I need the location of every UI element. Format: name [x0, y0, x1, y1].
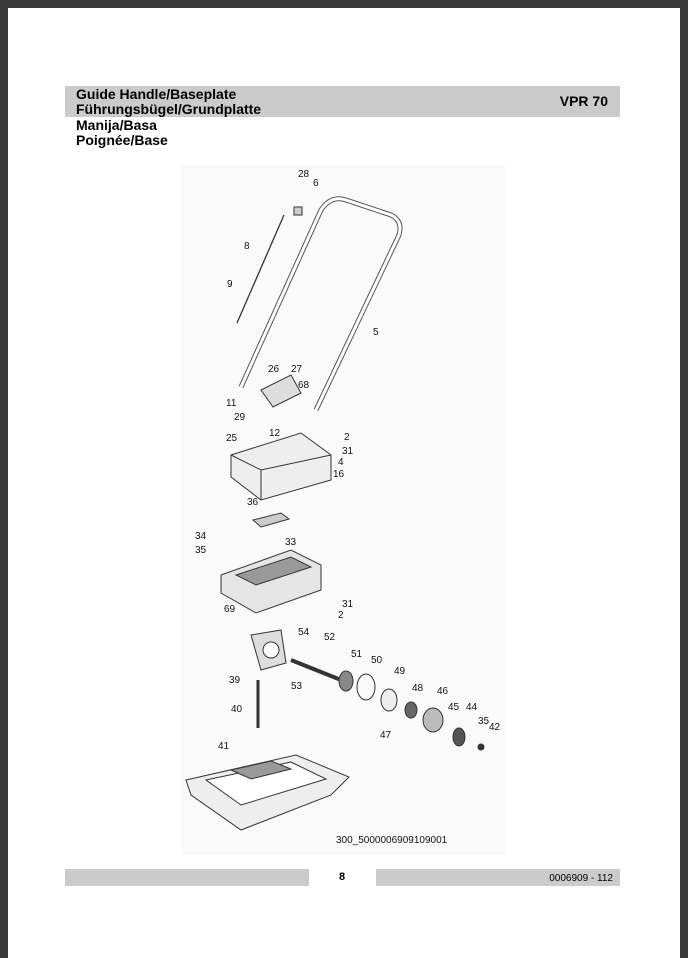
- callout-9: 9: [227, 279, 233, 290]
- model-name: VPR 70: [559, 93, 608, 109]
- callout-27: 27: [291, 364, 303, 375]
- callout-16: 16: [333, 469, 345, 480]
- callout-4: 4: [338, 457, 344, 468]
- callout-33: 33: [285, 537, 297, 548]
- document-number: 0006909 - 112: [549, 873, 613, 884]
- callout-44: 44: [466, 702, 478, 713]
- title-de: Führungsbügel/Grundplatte: [76, 101, 262, 117]
- callout-6: 6: [313, 178, 319, 189]
- callout-35: 35: [195, 545, 207, 556]
- callout-49: 49: [394, 666, 406, 677]
- callout-46: 46: [437, 686, 449, 697]
- title-es: Manija/Basa: [76, 117, 157, 133]
- callout-26: 26: [268, 364, 280, 375]
- callout-39: 39: [229, 675, 241, 686]
- callout-54: 54: [298, 627, 310, 638]
- title-fr: Poignée/Base: [76, 132, 168, 148]
- footer-bar-right: [376, 869, 620, 886]
- callout-11: 11: [226, 398, 237, 409]
- title-en: Guide Handle/Baseplate: [76, 86, 237, 102]
- header-bar: [65, 86, 620, 117]
- callout-47: 47: [380, 730, 392, 741]
- callout-69: 69: [224, 604, 236, 615]
- callout-29: 29: [234, 412, 246, 423]
- callout-31b: 31: [342, 599, 354, 610]
- callout-48: 48: [412, 683, 424, 694]
- callout-51: 51: [351, 649, 363, 660]
- callout-52: 52: [324, 632, 336, 643]
- callout-41: 41: [218, 741, 230, 752]
- callout-42: 42: [489, 722, 501, 733]
- callout-12: 12: [269, 428, 281, 439]
- callout-45: 45: [448, 702, 460, 713]
- callout-35b: 35: [478, 716, 490, 727]
- figure-id: 300_5000006909109001: [336, 835, 448, 846]
- callout-53: 53: [291, 681, 303, 692]
- callout-2: 2: [344, 432, 350, 443]
- callout-34: 34: [195, 531, 207, 542]
- callout-28: 28: [298, 169, 310, 180]
- callout-2b: 2: [338, 610, 344, 621]
- page-number: 8: [339, 871, 346, 883]
- callout-68: 68: [298, 380, 310, 391]
- footer-bar-left: [65, 869, 309, 886]
- exploded-parts-diagram: 28 6 8 9 5 26 27 68 11 29 12 25 2 31 4 1…: [181, 165, 505, 855]
- callout-50: 50: [371, 655, 383, 666]
- callout-31: 31: [342, 446, 354, 457]
- callout-8: 8: [244, 241, 250, 252]
- callout-25: 25: [226, 433, 238, 444]
- diagram-drawing: [185, 196, 485, 831]
- callout-40: 40: [231, 704, 243, 715]
- callout-5: 5: [373, 327, 379, 338]
- callout-36: 36: [247, 497, 259, 508]
